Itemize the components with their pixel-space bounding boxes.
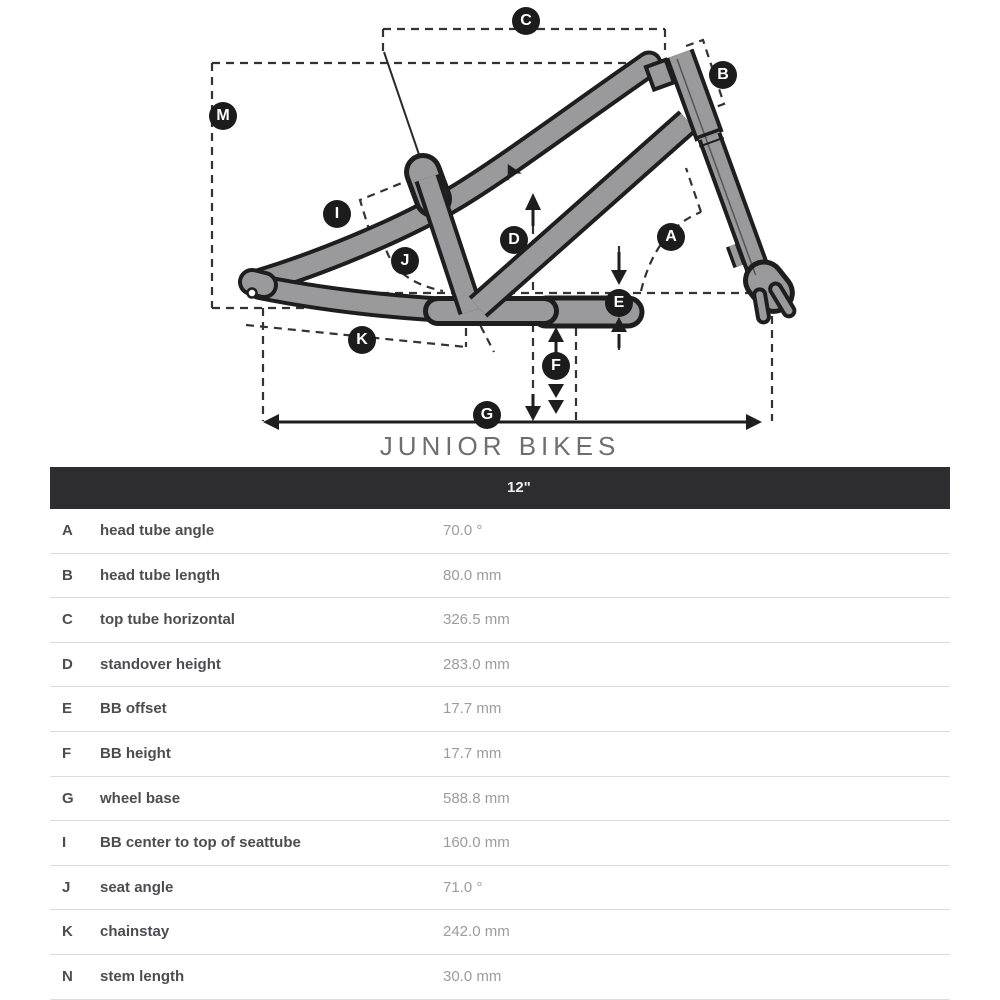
marker-E: E	[605, 289, 633, 317]
marker-D: D	[500, 226, 528, 254]
marker-K: K	[348, 326, 376, 354]
head-tube-fork	[643, 48, 797, 325]
table-row: F BB height 17.7 mm	[50, 732, 950, 777]
diagram-title: JUNIOR BIKES	[379, 431, 621, 461]
row-label: head tube length	[100, 566, 220, 584]
marker-M: M	[209, 102, 237, 130]
bike-frame-drawing	[210, 27, 797, 430]
row-letter: A	[62, 522, 73, 539]
row-value: 242.0 mm	[443, 923, 510, 941]
row-label: BB center to top of seattube	[100, 834, 301, 852]
marker-I: I	[323, 200, 351, 228]
row-letter: G	[62, 789, 74, 807]
measure-arrows	[263, 164, 762, 430]
row-label: BB offset	[100, 700, 167, 718]
marker-F: F	[542, 352, 570, 380]
row-value: 17.7 mm	[443, 700, 502, 718]
table-row: I BB center to top of seattube 160.0 mm	[50, 821, 950, 866]
row-value: 70.0 °	[443, 522, 483, 539]
table-row: E BB offset 17.7 mm	[50, 687, 950, 732]
row-letter: C	[62, 611, 73, 629]
rear-dropout-slot	[246, 287, 258, 299]
row-value: 30.0 mm	[443, 967, 502, 985]
table-header: 12"	[50, 467, 950, 509]
row-letter: E	[62, 700, 73, 718]
row-value: 17.7 mm	[443, 744, 502, 762]
row-label: standover height	[100, 655, 221, 673]
row-label: BB height	[100, 744, 171, 762]
marker-G: G	[473, 401, 501, 429]
bike-geometry-diagram: C M B I J D A E K F G	[0, 0, 1000, 432]
size-column-header: 12"	[507, 479, 531, 496]
row-letter: I	[62, 834, 67, 852]
row-letter: J	[62, 878, 71, 896]
row-label: seat angle	[100, 878, 174, 896]
row-label: stem length	[100, 967, 185, 985]
row-letter: D	[62, 655, 73, 673]
row-label: chainstay	[100, 923, 170, 941]
marker-J: J	[391, 247, 419, 275]
row-label: head tube angle	[100, 522, 215, 539]
row-value: 283.0 mm	[443, 655, 510, 673]
row-value: 71.0 °	[443, 878, 483, 896]
frame-tubes	[238, 48, 797, 329]
marker-B: B	[709, 61, 737, 89]
row-label: top tube horizontal	[100, 611, 235, 629]
row-letter: B	[62, 566, 73, 584]
row-value: 80.0 mm	[443, 566, 502, 584]
row-value: 326.5 mm	[443, 611, 510, 629]
row-letter: K	[62, 923, 73, 941]
row-letter: F	[62, 744, 72, 762]
row-label: wheel base	[100, 789, 181, 807]
row-value: 588.8 mm	[443, 789, 510, 807]
row-value: 160.0 mm	[443, 834, 510, 852]
marker-A: A	[657, 223, 685, 251]
marker-C: C	[512, 7, 540, 35]
row-letter: N	[62, 967, 73, 985]
